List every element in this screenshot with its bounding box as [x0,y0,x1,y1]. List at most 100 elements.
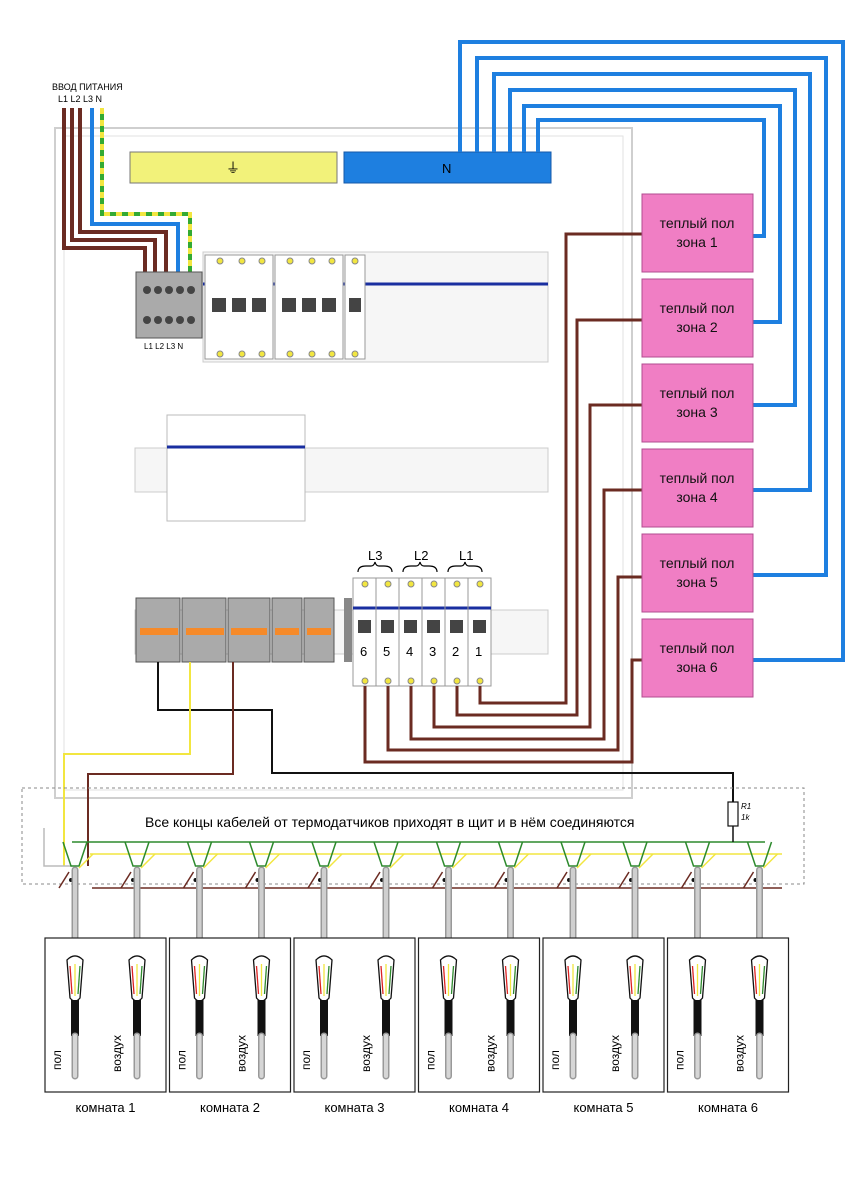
sensor-lead-green [77,965,81,995]
zone-label-line1: теплый пол [660,640,735,656]
cable-fan-yellow [327,853,343,869]
air-sensor: воздух [484,955,520,1080]
air-sensor-label: воздух [235,1035,249,1072]
room-box: пол воздух комната 5 [542,937,665,1115]
sensor-lead-green [326,965,330,995]
sensor-probe-head [631,1000,639,1036]
sensor-lead-red [131,965,135,995]
sensor-lead-green [139,965,143,995]
cable-fan-brown [182,871,195,889]
zone-box: теплый пол зона 2 [641,278,754,358]
zone-label-line2: зона 2 [676,319,717,335]
junction-frame [21,787,805,885]
zone-label-line2: зона 4 [676,489,717,505]
sensor-probe-head [133,1000,141,1036]
floor-sensor-label: пол [299,1050,313,1070]
sensor-lead-green [388,965,392,995]
cable-fan-yellow [762,853,779,869]
group-braces [357,561,483,573]
cable-fan-green [435,841,462,867]
floor-sensor-label: пол [175,1050,189,1070]
cable-fan-yellow [140,853,156,869]
floor-sensor-label: пол [548,1050,562,1070]
air-sensor-label: воздух [359,1035,373,1072]
sensor-lead-red [753,965,758,995]
air-sensor: воздух [359,955,395,1080]
cable-fan-green [186,841,213,867]
zone-box: теплый пол зона 4 [641,448,754,528]
sensor-lead-green [637,965,641,995]
room-box: пол воздух комната 2 [168,937,292,1115]
room-label: комната 4 [449,1100,509,1115]
zone-label-line2: зона 5 [676,574,717,590]
air-sensor-label: воздух [110,1035,124,1072]
power-input-phases: L1 L2 L3 N [58,94,102,104]
earth-symbol: ⏚ [226,160,240,176]
zone-label-line1: теплый пол [660,470,735,486]
group-label-l2: L2 [414,548,428,563]
floor-sensor: пол [299,955,333,1080]
input-wires [62,108,192,272]
sensor-probe-head [755,1000,764,1036]
group-label-l3: L3 [368,548,382,563]
air-sensor: воздух [235,955,271,1080]
cable-fan-yellow [264,853,281,869]
cable-fan-green [373,841,399,867]
zone-breaker-toggles [358,620,486,633]
room-label: комната 6 [698,1100,758,1115]
room-label: комната 2 [200,1100,260,1115]
sensor-lead-red [629,965,633,995]
sensor-lead-green [575,965,579,995]
resistor-name: R1 [741,802,751,811]
cable-fan-green [684,841,711,867]
rail-end-stop [344,598,352,662]
cable-fan-yellow [700,853,717,869]
main-breaker-toggles [212,298,361,312]
room-frame [44,937,167,1093]
room-frame [293,937,416,1093]
zone-label-line2: зона 1 [676,234,717,250]
sensor-lead-green [263,965,268,995]
breaker-number-5: 5 [383,644,390,659]
zone-label-line1: теплый пол [660,300,735,316]
room-frame [666,937,790,1093]
sensor-lead-red [380,965,384,995]
sensor-signal-wires [63,662,734,866]
floor-sensor: пол [424,955,458,1080]
cable-fan-yellow [451,853,468,869]
cable-fan-green [560,841,586,867]
zone-feed-wires [363,232,642,764]
cable-fan-yellow [638,853,654,869]
sensor-lead-green [450,965,455,995]
air-sensor-label: воздух [608,1035,622,1072]
room-frame [168,937,292,1093]
resistor-r1 [727,801,739,827]
zone-breaker-screws [361,580,484,685]
air-sensor: воздух [733,955,769,1080]
sensor-lead-green [699,965,704,995]
cabinet-outer [54,127,633,799]
sensor-probe-head [506,1000,515,1036]
sensor-lead-red [442,965,447,995]
sensor-lead-red [567,965,571,995]
cable-fan-yellow [513,853,530,869]
air-sensor-label: воздух [484,1035,498,1072]
room-frame [542,937,665,1093]
cable-fan-green [311,841,337,867]
input-terminal-screws [143,286,195,324]
cable-fan-brown [307,871,319,889]
sensor-note: Все концы кабелей от термодатчиков прихо… [145,814,634,830]
breaker-number-3: 3 [429,644,436,659]
room-label: комната 5 [573,1100,633,1115]
cable-fan-yellow [576,853,592,869]
sensor-probe-head [382,1000,390,1036]
zone-label-line1: теплый пол [660,385,735,401]
sensor-probe-head [569,1000,577,1036]
cable-fan-brown [742,871,755,889]
zone-box: теплый пол зона 1 [641,193,754,273]
neutral-wires [458,40,845,662]
zone-label-line2: зона 6 [676,659,717,675]
air-sensor-label: воздух [733,1035,747,1072]
middle-device [166,414,306,522]
